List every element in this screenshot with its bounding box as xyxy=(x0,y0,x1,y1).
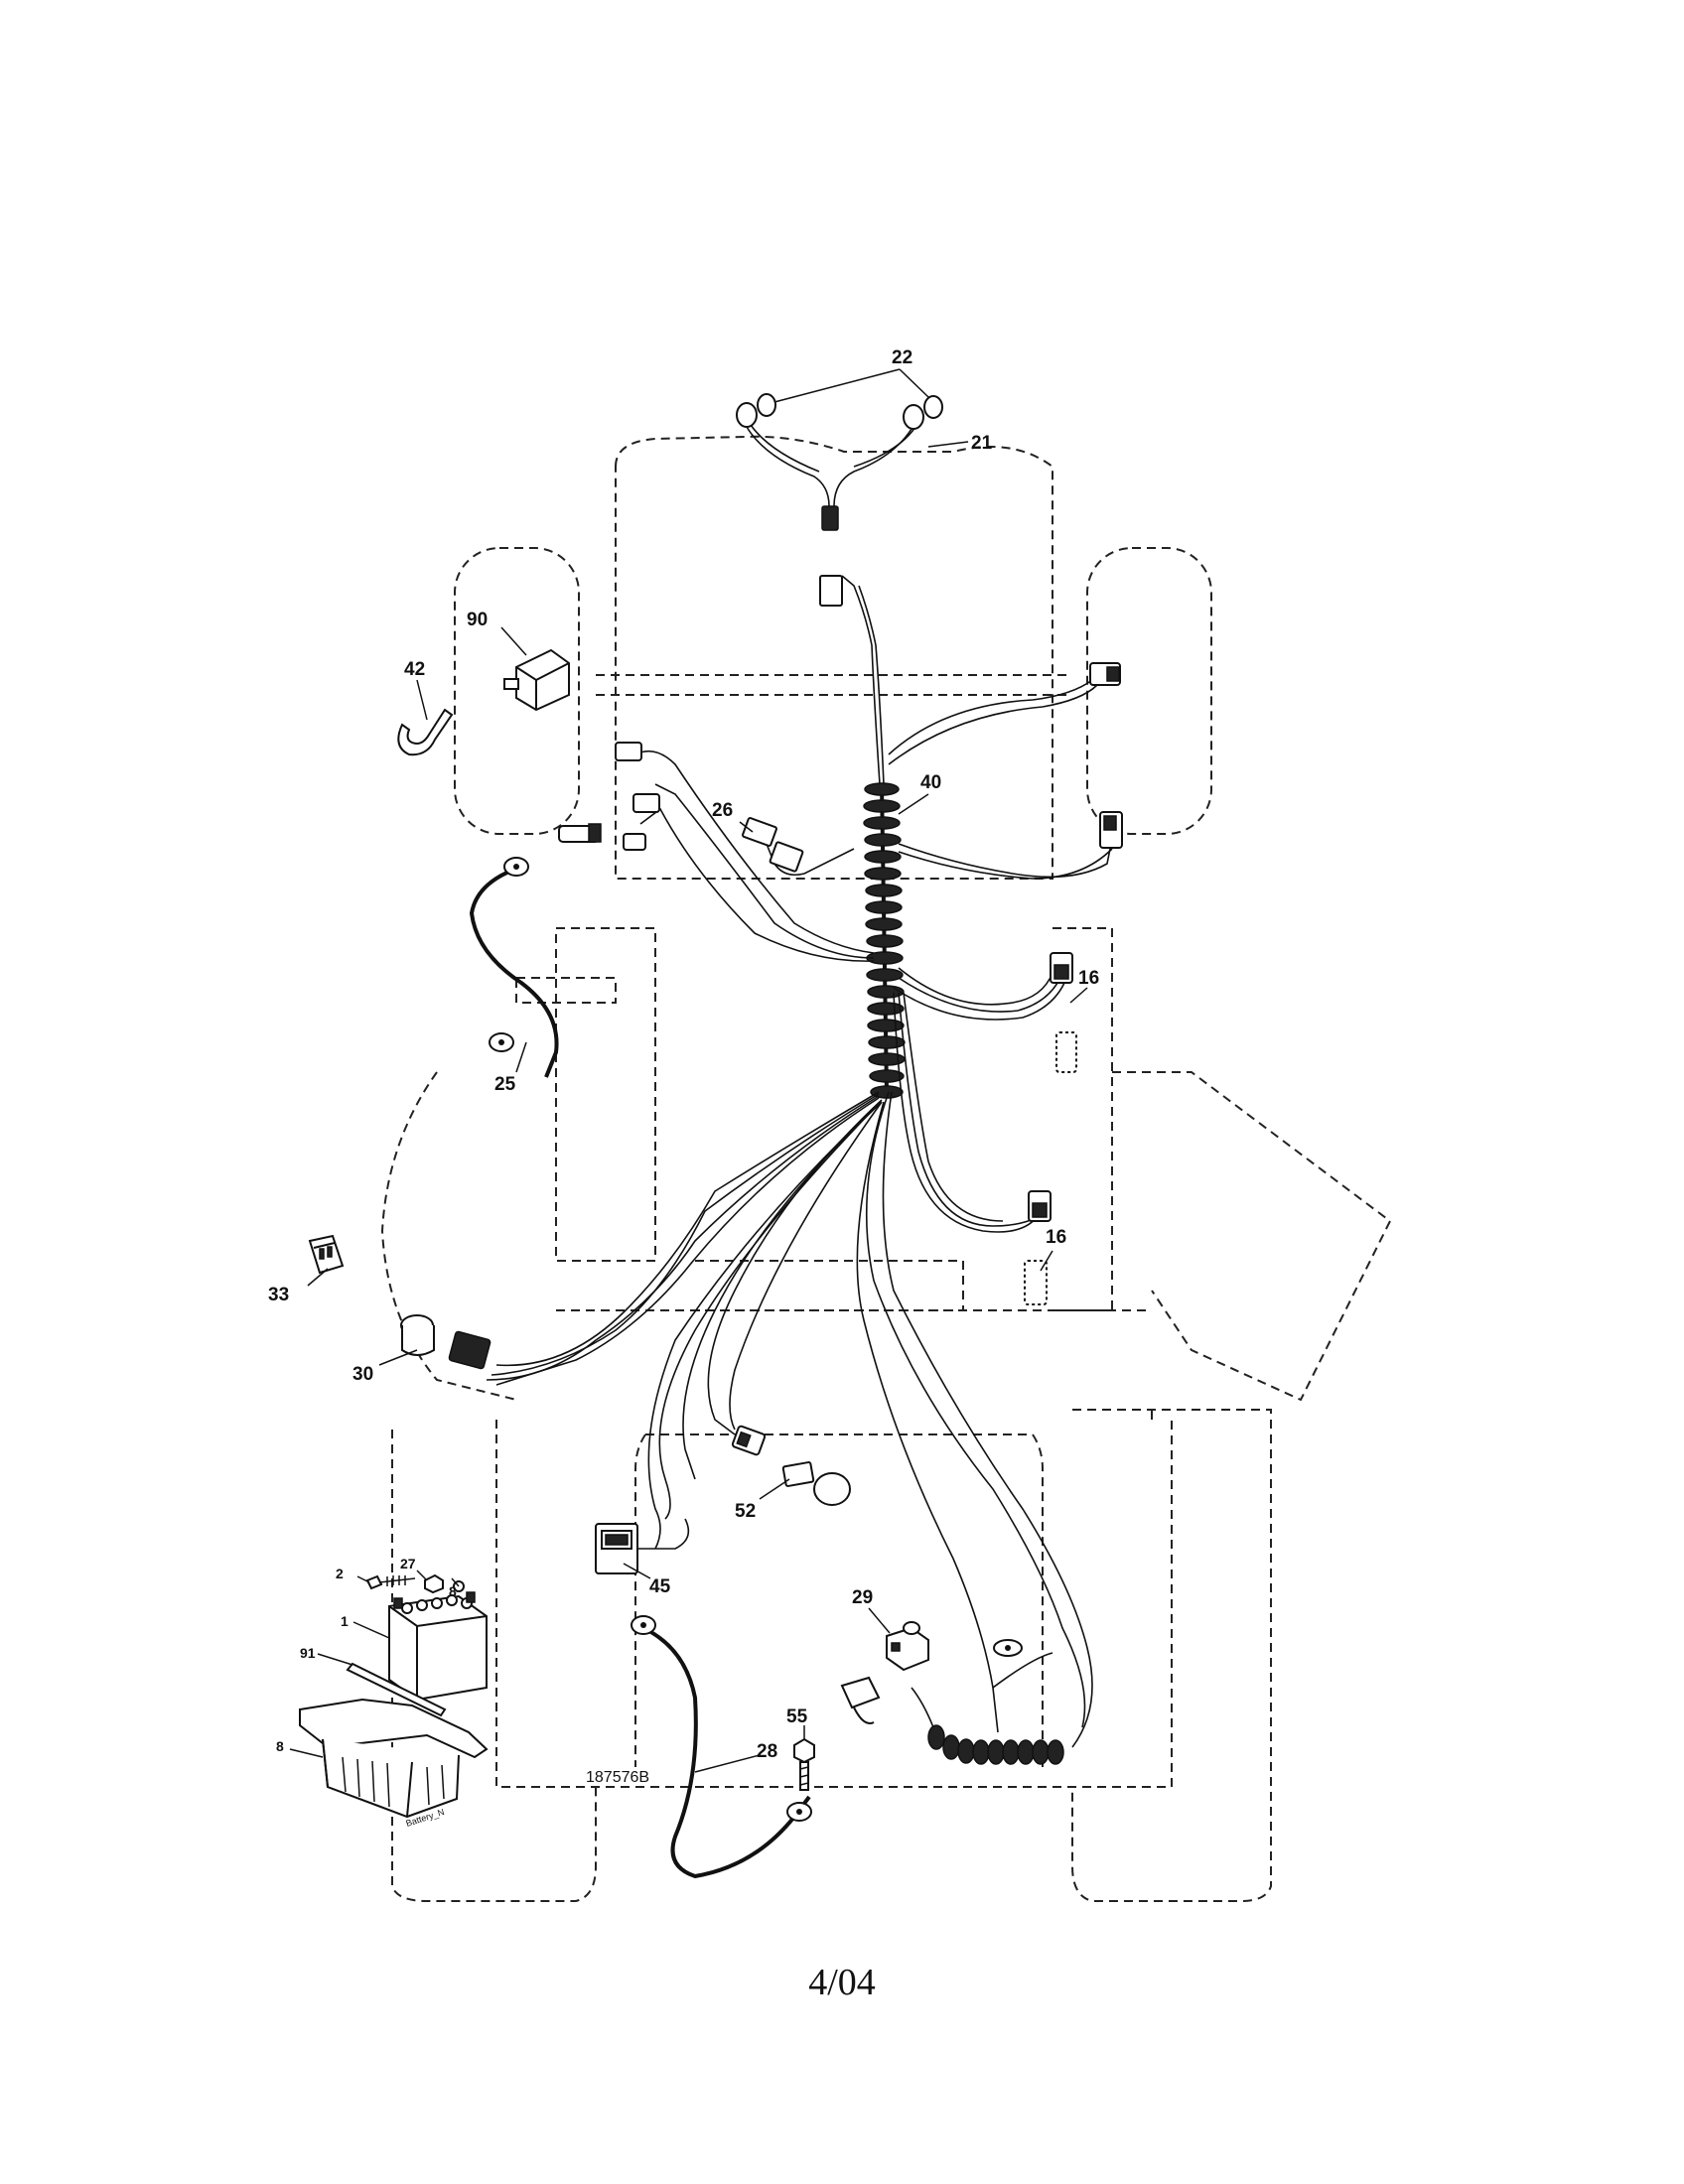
bolt-2 xyxy=(365,1574,416,1590)
seat-switch-52 xyxy=(781,1461,851,1506)
callout-28: 28 xyxy=(757,1741,777,1762)
callout-16-lower: 16 xyxy=(1046,1227,1066,1248)
nut-27 xyxy=(424,1573,444,1594)
callout-42: 42 xyxy=(404,659,425,680)
connector-16-lower xyxy=(1028,1190,1052,1222)
callout-55: 55 xyxy=(786,1706,808,1727)
connector-pto-right xyxy=(1099,811,1123,849)
callout-30: 30 xyxy=(352,1364,373,1385)
fuse-26 xyxy=(742,817,804,873)
headlight-bulb-right xyxy=(903,395,943,430)
callout-8: 8 xyxy=(276,1738,284,1754)
battery-1 xyxy=(388,1591,488,1702)
callout-45: 45 xyxy=(649,1576,671,1597)
relay-33 xyxy=(308,1234,345,1275)
callout-21: 21 xyxy=(971,433,993,454)
callout-1: 1 xyxy=(341,1613,349,1629)
callout-29: 29 xyxy=(852,1587,873,1608)
callout-91: 91 xyxy=(300,1645,316,1661)
hold-down-91 xyxy=(346,1662,447,1717)
leader-lines xyxy=(289,368,1088,1773)
callout-90: 90 xyxy=(467,610,488,630)
module-45 xyxy=(595,1518,690,1574)
callout-26: 26 xyxy=(712,800,733,821)
connector-16-upper xyxy=(1050,952,1073,984)
ignition-switch-30 xyxy=(400,1314,491,1370)
switch-16-upper xyxy=(1055,1031,1077,1073)
switch-16-lower xyxy=(1024,1260,1048,1305)
callout-8-top: 8 xyxy=(449,1583,457,1599)
callout-2: 2 xyxy=(336,1566,344,1581)
pto-clutch-29 xyxy=(840,1621,1064,1765)
battery-tray-8: Battery_N xyxy=(299,1698,489,1829)
cable-clamp-42 xyxy=(397,708,454,756)
ground-cable-25 xyxy=(469,857,559,1078)
callout-52: 52 xyxy=(735,1501,756,1522)
callout-40: 40 xyxy=(920,772,941,793)
harness-wires xyxy=(486,575,1113,1748)
callout-labels: 22 21 90 42 40 26 16 25 16 33 30 52 2 27… xyxy=(268,347,1099,1786)
connector-upper-right xyxy=(1089,662,1121,686)
callout-27: 27 xyxy=(400,1556,416,1571)
tractor-outline xyxy=(380,435,1392,1902)
callout-33: 33 xyxy=(268,1285,289,1305)
solenoid-90 xyxy=(503,648,570,712)
headlight-harness xyxy=(746,424,916,607)
page-footer: 4/04 xyxy=(808,1962,876,2003)
main-harness-loom xyxy=(863,782,906,1099)
battery-cable-28 xyxy=(631,1615,812,1879)
bolt-55 xyxy=(793,1737,815,1791)
headlight-bulb-left xyxy=(736,393,776,428)
drawing-number: 187576B xyxy=(586,1769,649,1786)
callout-22: 22 xyxy=(892,347,912,368)
harness-connector-lower xyxy=(731,1425,767,1456)
callout-25: 25 xyxy=(494,1074,516,1095)
fuse-holder xyxy=(558,742,660,851)
callout-16-upper: 16 xyxy=(1078,968,1099,989)
